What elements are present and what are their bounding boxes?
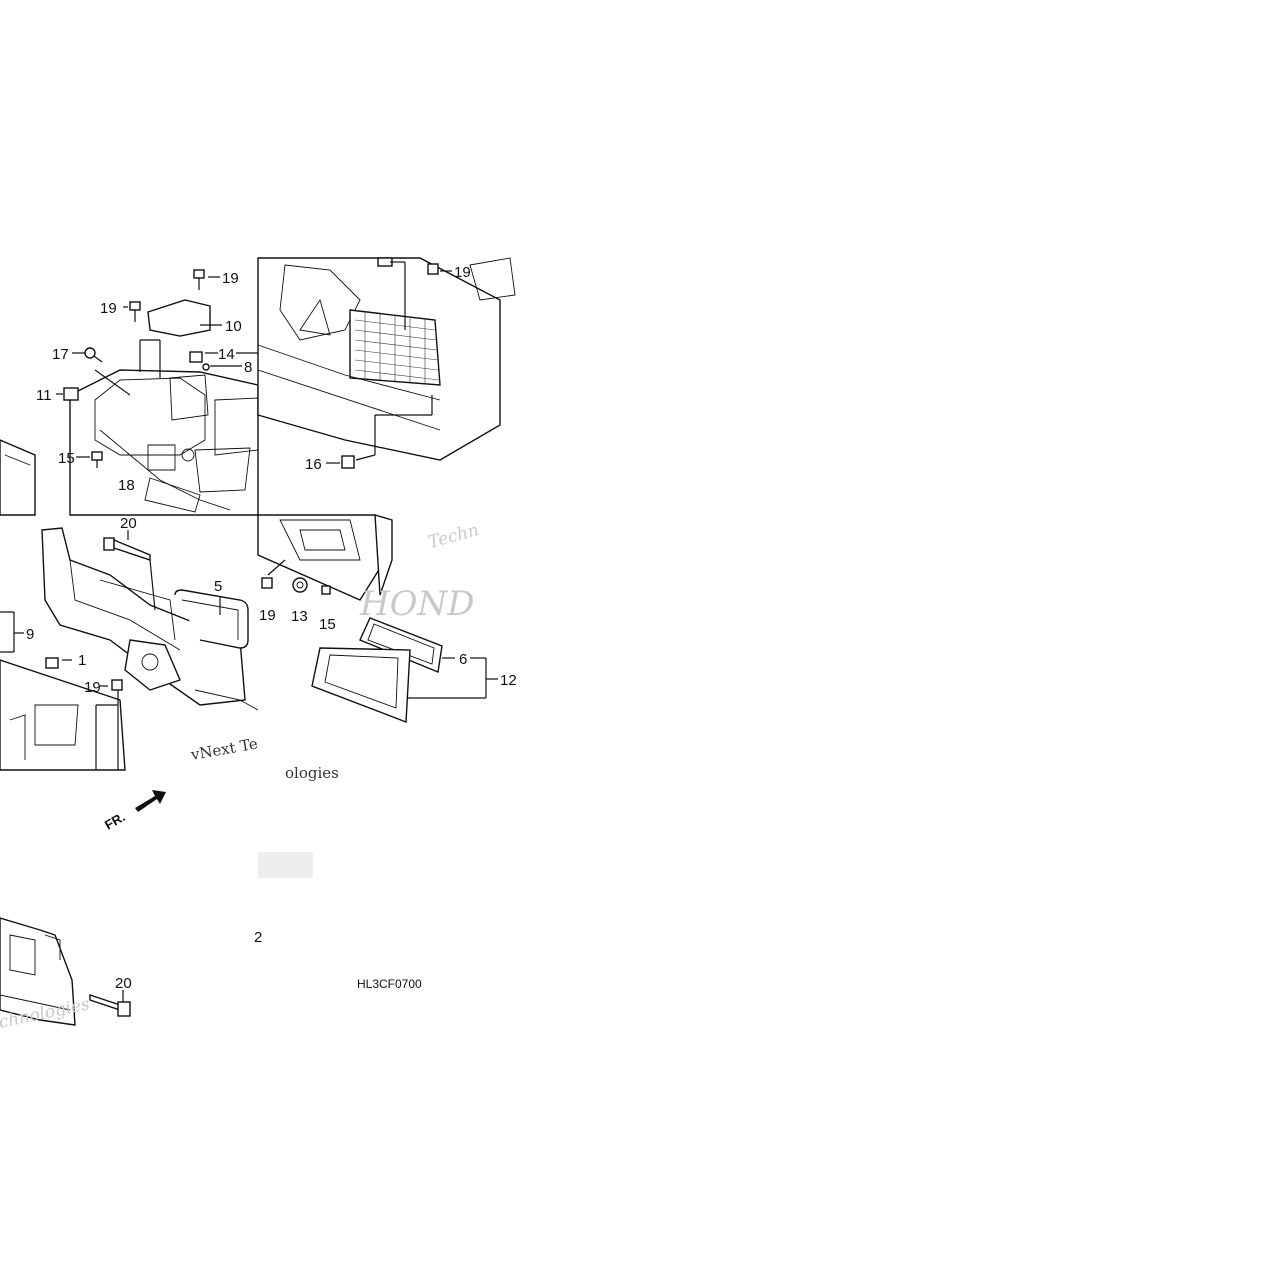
bolt-20-icon [103, 537, 151, 561]
panel-glove-lid [257, 514, 498, 723]
callout-11: 11 [36, 387, 52, 404]
bolt-20-icon [89, 994, 131, 1017]
clip-11-icon [63, 387, 79, 401]
callout-5: 5 [214, 578, 222, 595]
svg-text:HOND: HOND [359, 584, 475, 624]
callout-9: 9 [26, 626, 34, 643]
callout-6: 6 [459, 651, 467, 668]
panel-frame [0, 527, 259, 771]
callout-10: 10 [225, 318, 242, 335]
callout-20: 20 [120, 515, 137, 532]
svg-text:Techn: Techn [426, 520, 481, 553]
bolt-15-icon [91, 451, 103, 468]
callout-19: 19 [454, 264, 471, 281]
panel-lower-bracket [0, 917, 131, 1026]
callout-19: 19 [84, 679, 101, 696]
clip-1-icon [45, 657, 59, 669]
callout-18: 18 [118, 477, 135, 494]
callout-15: 15 [58, 450, 75, 467]
callout-labels: 19 19 10 17 14 8 11 15 18 19 16 20 5 9 1… [26, 264, 517, 992]
callout-20: 20 [115, 975, 132, 992]
bolt-17-icon [84, 347, 103, 363]
callout-2: 2 [254, 929, 262, 946]
panel-dashboard-upper [0, 269, 259, 516]
bolt-19-icon [261, 577, 273, 589]
callout-1: 1 [78, 652, 86, 669]
bolt-19-icon [129, 301, 141, 322]
callout-12: 12 [500, 672, 517, 689]
bolt-16-icon [341, 455, 355, 469]
callout-15: 15 [319, 616, 336, 633]
grommet-13-icon [292, 577, 308, 593]
drawing-code: HL3CF0700 [357, 977, 422, 991]
callout-8: 8 [244, 359, 252, 376]
panel-glove-box [257, 257, 516, 469]
bolt-19-icon [111, 679, 123, 691]
svg-text:ologies: ologies [285, 764, 339, 782]
callout-16: 16 [305, 456, 322, 473]
svg-text:vNext Te: vNext Te [189, 734, 260, 764]
washer-8-icon [202, 363, 210, 371]
callout-17: 17 [52, 346, 69, 363]
callout-19: 19 [222, 270, 239, 287]
callout-13: 13 [291, 608, 308, 625]
callout-19: 19 [259, 607, 276, 624]
front-direction-arrow [135, 790, 166, 812]
nut-14-icon [189, 351, 203, 363]
bolt-15-icon [321, 585, 331, 595]
front-marker-label: FR. [102, 809, 128, 832]
callout-19: 19 [100, 300, 117, 317]
bolt-19-icon [193, 269, 205, 290]
callout-14: 14 [218, 346, 235, 363]
bolt-19-icon [427, 263, 439, 275]
clip-icon [377, 257, 393, 267]
